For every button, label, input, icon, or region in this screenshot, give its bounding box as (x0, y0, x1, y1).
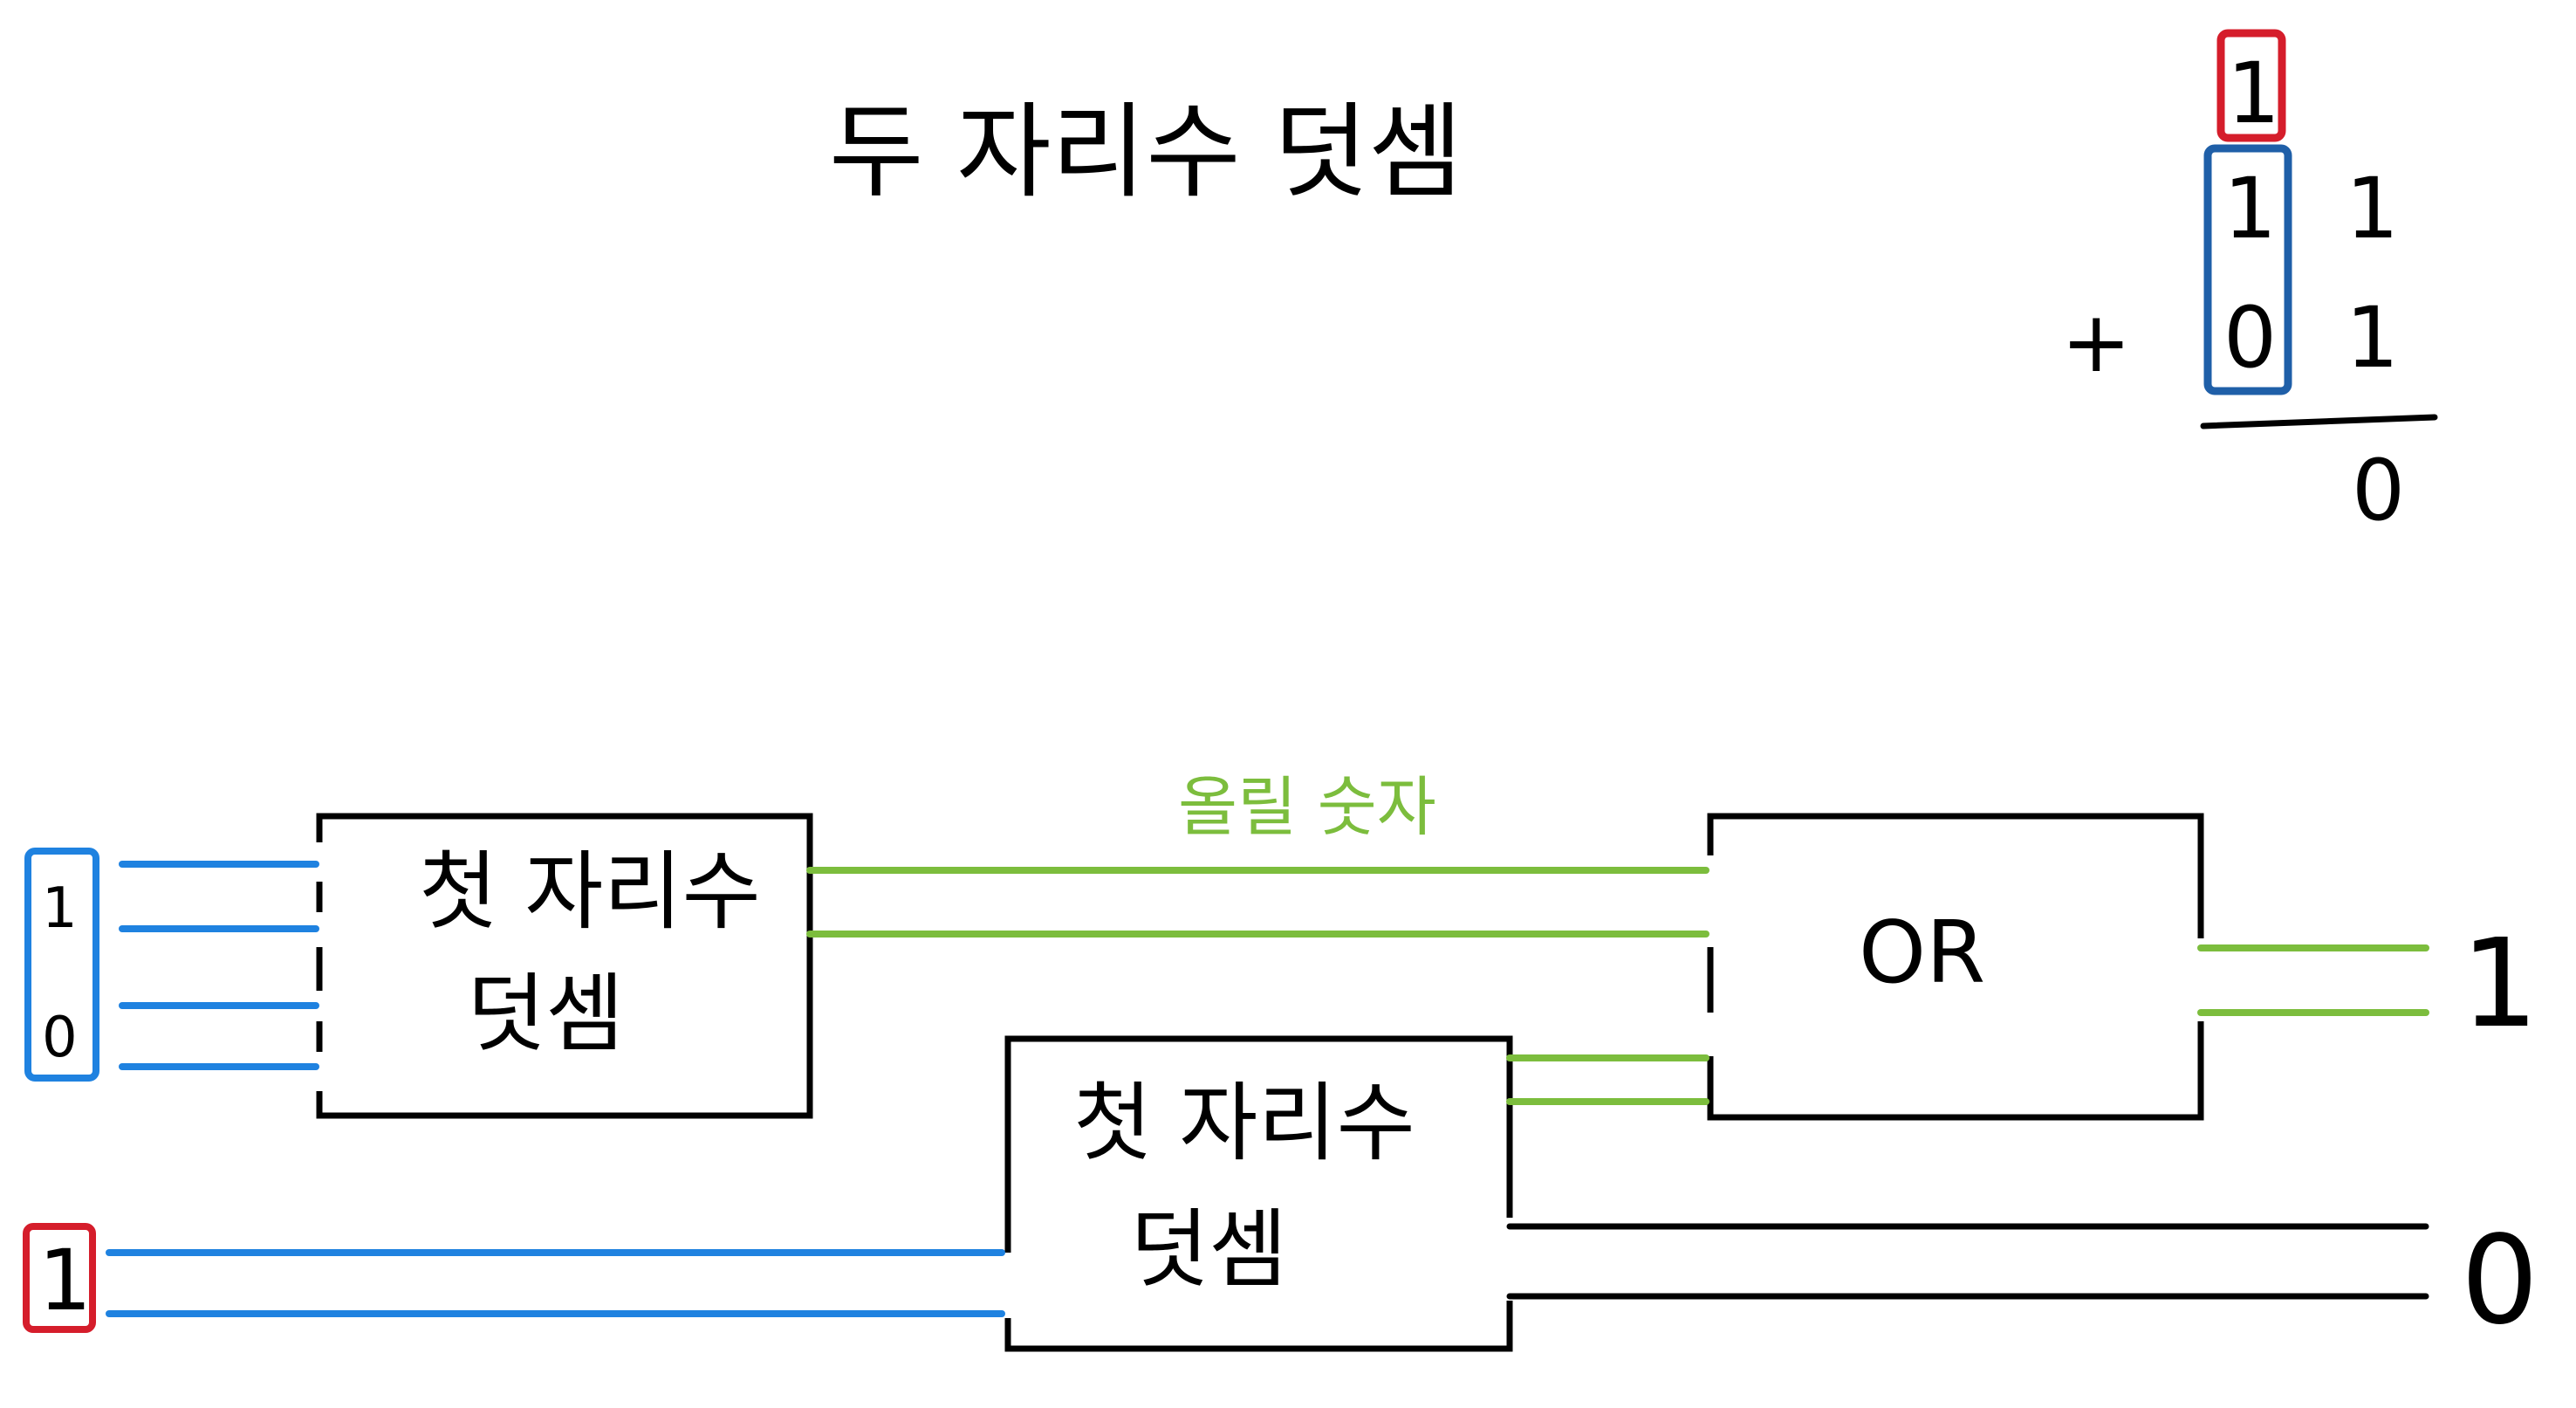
sum-line (2200, 414, 2438, 429)
sum-output-wires (1506, 1223, 2429, 1300)
input-blue-box (24, 848, 99, 1082)
bottom-adder-frame (1004, 1035, 1513, 1352)
carry-wires-bottom (1506, 1054, 1709, 1105)
plus-operator: + (2061, 293, 2131, 391)
carry-box (2216, 29, 2286, 142)
result-digit: 0 (2352, 442, 2405, 539)
operand-b-tens: 0 (2223, 289, 2277, 387)
input-wires-top (119, 861, 319, 1070)
top-adder: 첫 자리수 덧셈 (316, 813, 813, 1119)
input-digit-1: 1 (42, 876, 78, 941)
carry-wire-label: 올릴 숫자 (1178, 770, 1436, 845)
top-adder-label-line1: 첫 자리수 (419, 842, 761, 942)
bottom-adder: 첫 자리수 덧셈 (1004, 1035, 1513, 1352)
or-gate-label: OR (1859, 903, 1985, 1003)
tens-column-box (2203, 144, 2292, 395)
top-adder-label-line2: 덧셈 (467, 965, 624, 1064)
output-digit-tens: 1 (2461, 913, 2538, 1055)
operand-a-tens: 1 (2223, 160, 2277, 258)
bottom-adder-label-line1: 첫 자리수 (1073, 1074, 1415, 1173)
carry-wires-top (806, 867, 1709, 938)
carry-digit: 1 (2227, 45, 2280, 142)
operand-b-ones: 1 (2346, 289, 2399, 387)
output-digit-ones: 0 (2461, 1210, 2538, 1352)
or-gate-frame (1707, 813, 2204, 1121)
or-gate: OR (1707, 813, 2204, 1121)
operand-a-ones: 1 (2346, 160, 2399, 258)
input-red-box (23, 1223, 96, 1333)
input-digit-0: 0 (42, 1006, 78, 1070)
or-output-wires (2197, 944, 2429, 1016)
bottom-adder-label-line2: 덧셈 (1130, 1200, 1287, 1300)
input-wires-bottom (106, 1249, 1005, 1317)
top-adder-frame (316, 813, 813, 1119)
addition-example: 1 1 1 + 0 1 0 (2061, 29, 2438, 539)
input-red-group: 1 (23, 1223, 96, 1333)
page-title: 두 자리수 덧셈 (829, 92, 1463, 212)
input-red-digit: 1 (38, 1232, 92, 1329)
input-blue-group: 1 0 (24, 848, 99, 1082)
